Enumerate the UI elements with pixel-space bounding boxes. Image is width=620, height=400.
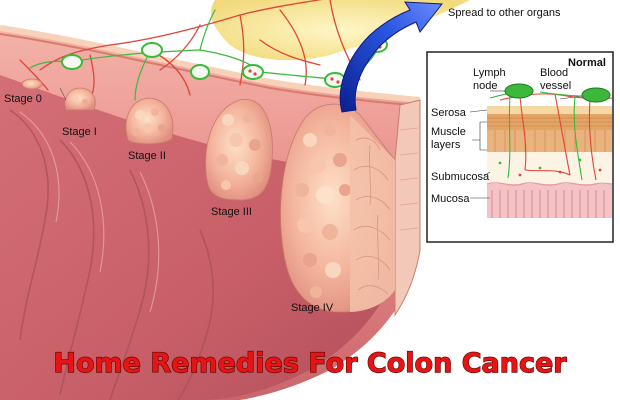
cut-section bbox=[395, 100, 420, 315]
normal-inset: Normal bbox=[427, 52, 613, 242]
page-title: Home Remedies For Colon Cancer bbox=[53, 348, 567, 379]
lymph-node bbox=[62, 55, 82, 69]
mucosa-label: Mucosa bbox=[431, 193, 470, 205]
serosa-label: Serosa bbox=[431, 107, 467, 119]
lymph-node bbox=[243, 65, 263, 79]
stage-2-label: Stage II bbox=[128, 150, 166, 162]
serosa-layer bbox=[487, 106, 612, 114]
blood-vessel-label: Blood vessel bbox=[540, 67, 571, 92]
stage-0-label: Stage 0 bbox=[4, 93, 42, 105]
inset-blood-vessel bbox=[582, 88, 610, 102]
inset-lymph-node bbox=[505, 84, 533, 98]
lymph-node bbox=[142, 43, 162, 57]
stage-1-label: Stage I bbox=[62, 126, 97, 138]
muscle-layer-inner bbox=[487, 130, 612, 152]
inset-title: Normal bbox=[568, 57, 606, 69]
mucosa-layer bbox=[487, 184, 612, 218]
stage-4-label: Stage IV bbox=[291, 302, 334, 314]
tumor-stage-0 bbox=[22, 79, 42, 89]
spread-label: Spread to other organs bbox=[448, 7, 561, 19]
lymph-node bbox=[191, 65, 209, 79]
stage-3-label: Stage III bbox=[211, 206, 252, 218]
submucosa-label: Submucosa bbox=[431, 171, 490, 183]
